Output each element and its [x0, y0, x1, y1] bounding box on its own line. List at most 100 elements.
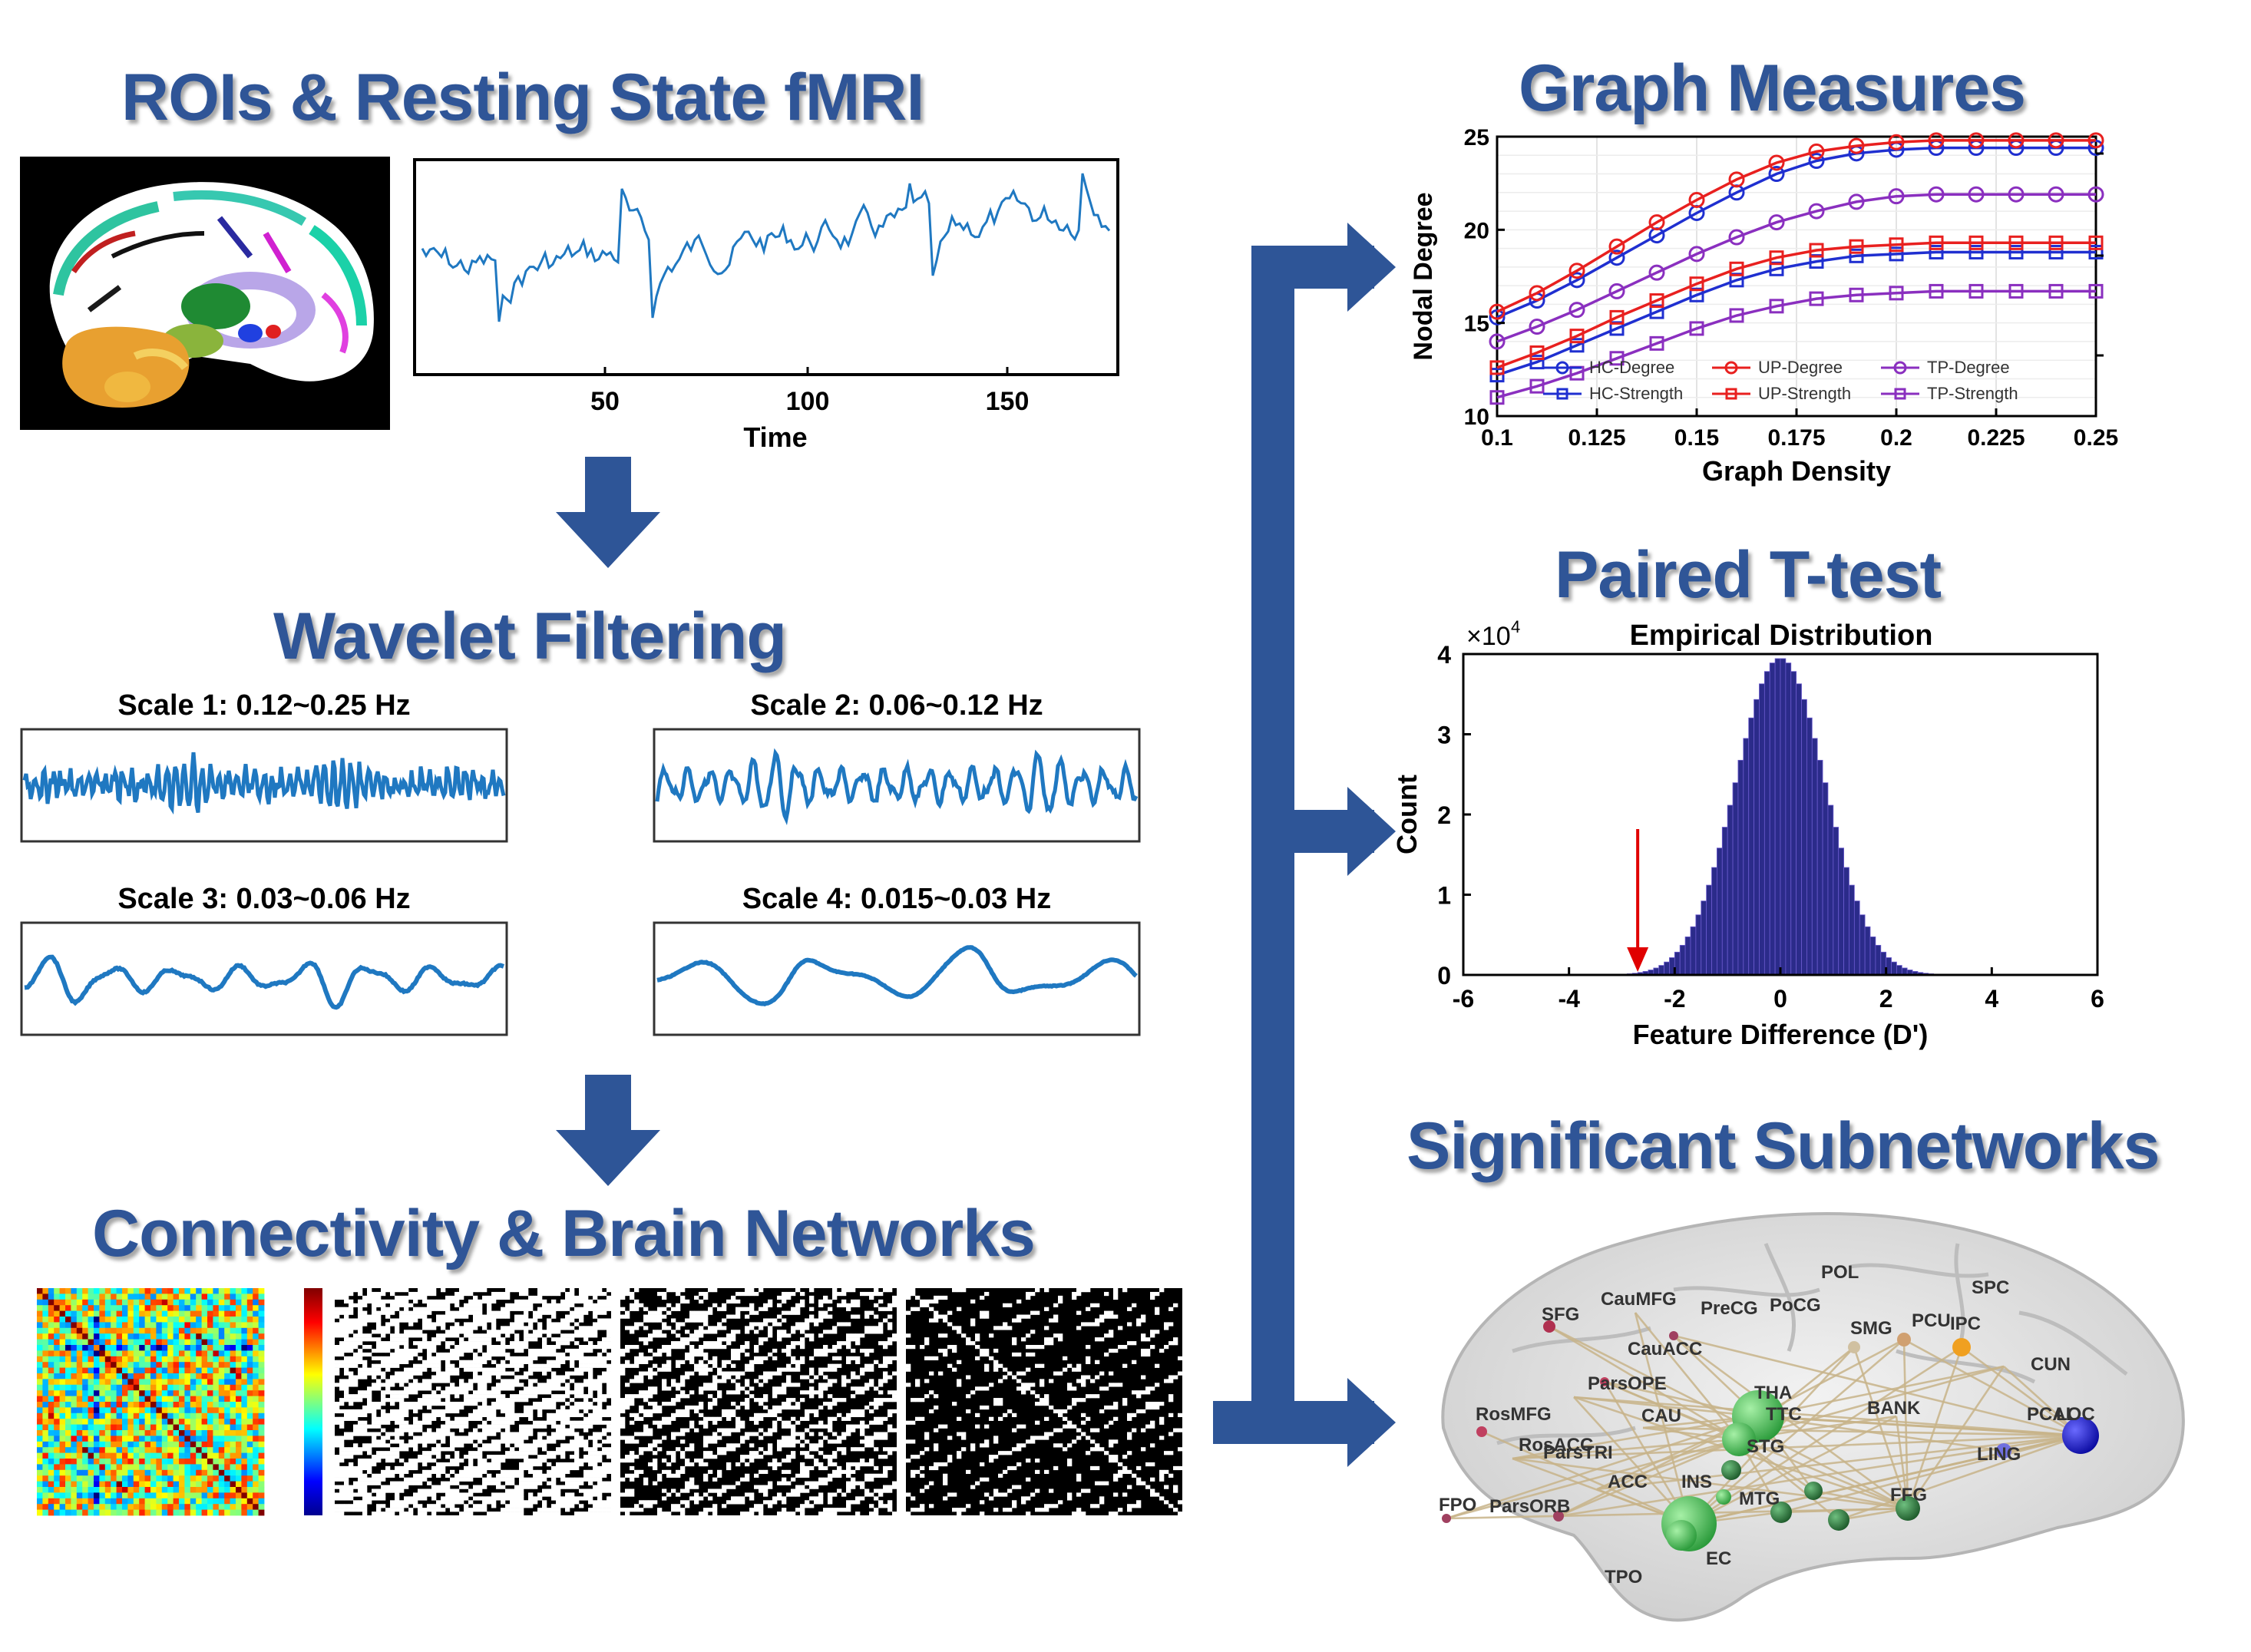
hist-bar [1695, 914, 1702, 976]
hist-bar [1684, 937, 1691, 976]
gm-xtick: 0.175 [1767, 425, 1825, 451]
gm-legend-item: TP-Degree [1881, 358, 2010, 377]
hist-bar [1864, 926, 1871, 976]
gm-point [2048, 132, 2064, 149]
gm-series-up-strength [1489, 235, 2104, 375]
connectivity-matrices [37, 1288, 1183, 1516]
gm-point [2008, 186, 2025, 203]
gm-point [1928, 132, 1945, 149]
gm-point [2087, 132, 2104, 149]
fmri-tick-150: 150 [986, 387, 1030, 416]
hist-bar [1875, 944, 1882, 976]
gm-series-tp-strength [1489, 283, 2104, 405]
subnetwork-label: LOC [2056, 1404, 2095, 1425]
gm-point [1848, 193, 1865, 210]
gm-point [1529, 285, 1545, 302]
gm-point [2048, 235, 2064, 250]
gm-point [1968, 235, 1984, 250]
gm-point [1809, 243, 1824, 258]
hist-xtick: -2 [1664, 985, 1685, 1013]
hist-bar [1664, 961, 1670, 976]
gm-point [2048, 186, 2064, 203]
gm-point [1929, 244, 1944, 259]
fmri-timeseries-plot: 50 100 150 Time [413, 158, 1119, 453]
gm-point [1849, 287, 1864, 302]
title-connectivity: Connectivity & Brain Networks [92, 1197, 1036, 1270]
subnetwork-node [1543, 1320, 1555, 1333]
binary-network-1 [335, 1288, 612, 1516]
hist-bar [1763, 671, 1770, 976]
subnetwork-label: CauACC [1628, 1339, 1702, 1360]
gm-point [1849, 248, 1864, 263]
hist-bar [1737, 759, 1744, 976]
subnetwork-label: ParsORB [1489, 1496, 1570, 1517]
hist-exponent: 4 [1511, 617, 1520, 636]
gm-point [1929, 283, 1944, 299]
hist-bar [1748, 717, 1754, 976]
hist-title: Empirical Distribution [1630, 620, 1933, 652]
gm-point [1928, 186, 1945, 203]
subnetwork-label: INS [1681, 1472, 1712, 1492]
gm-legend-item: HC-Strength [1543, 384, 1683, 403]
gm-series-hc-strength [1489, 244, 2104, 383]
gm-xtick: 0.25 [2074, 425, 2118, 451]
gm-point [1568, 263, 1585, 279]
title-wavelet: Wavelet Filtering [273, 600, 787, 673]
gm-point [1608, 249, 1625, 266]
gm-point [1649, 293, 1664, 309]
hist-xtick: 4 [1985, 985, 1998, 1013]
subnetwork-label: RosMFG [1476, 1404, 1552, 1425]
gm-point [2008, 283, 2024, 299]
hist-bar [1853, 900, 1860, 976]
scale-2-signal [655, 748, 1139, 825]
hist-bar [1859, 914, 1866, 976]
scale-1-signal [22, 752, 506, 815]
gm-point [1489, 303, 1506, 320]
gm-point [1648, 214, 1665, 231]
hist-bar [1716, 847, 1723, 976]
gm-point [1609, 309, 1625, 325]
gm-xlabel: Graph Density [1702, 455, 1891, 487]
gm-ytick: 20 [1464, 218, 1489, 243]
hist-ytick: 3 [1437, 722, 1451, 749]
gm-point [1728, 171, 1745, 188]
subnetwork-node [1770, 1502, 1792, 1523]
hist-ytick: 1 [1437, 882, 1451, 910]
hist-bar [1743, 738, 1750, 976]
subnetwork-label: TPO [1605, 1567, 1642, 1588]
gm-point [1688, 192, 1705, 209]
hist-bar [1780, 658, 1787, 976]
gm-point [1489, 368, 1505, 383]
fmri-signal-line [421, 173, 1111, 322]
gm-point [1808, 203, 1825, 220]
subnetwork-label: SFG [1542, 1304, 1579, 1325]
subnetwork-node [1600, 1377, 1609, 1386]
wavelet-scale-3: Scale 3: 0.03~0.06 Hz [20, 883, 508, 1036]
subnetwork-label: TTC [1766, 1404, 1802, 1425]
gm-xtick: 0.125 [1568, 425, 1625, 451]
subnetwork-edges [1446, 1312, 2081, 1525]
subnetwork-label: PCAL [2027, 1404, 2077, 1425]
gm-point [1608, 238, 1625, 255]
hist-bar [1759, 683, 1765, 976]
gm-point [1569, 338, 1585, 353]
hist-xtick: 6 [2091, 985, 2104, 1013]
title-paired-ttest: Paired T-test [1555, 538, 1942, 612]
gm-point [2088, 283, 2104, 299]
gm-point [1889, 246, 1904, 262]
brain-roi-image [20, 157, 390, 430]
gm-point [1769, 299, 1784, 314]
branch-arrows [1213, 223, 1396, 1467]
hist-bar [1706, 884, 1712, 976]
gm-point [1688, 246, 1705, 263]
hist-xlabel: Feature Difference (D') [1633, 1019, 1929, 1050]
scale-4-signal [656, 945, 1138, 1006]
subnetwork-node [1716, 1489, 1731, 1505]
hist-bar [1896, 965, 1902, 976]
hist-multiplier: ×10 [1466, 622, 1511, 651]
hist-bar [1843, 867, 1849, 976]
subnetwork-node [1669, 1331, 1678, 1340]
